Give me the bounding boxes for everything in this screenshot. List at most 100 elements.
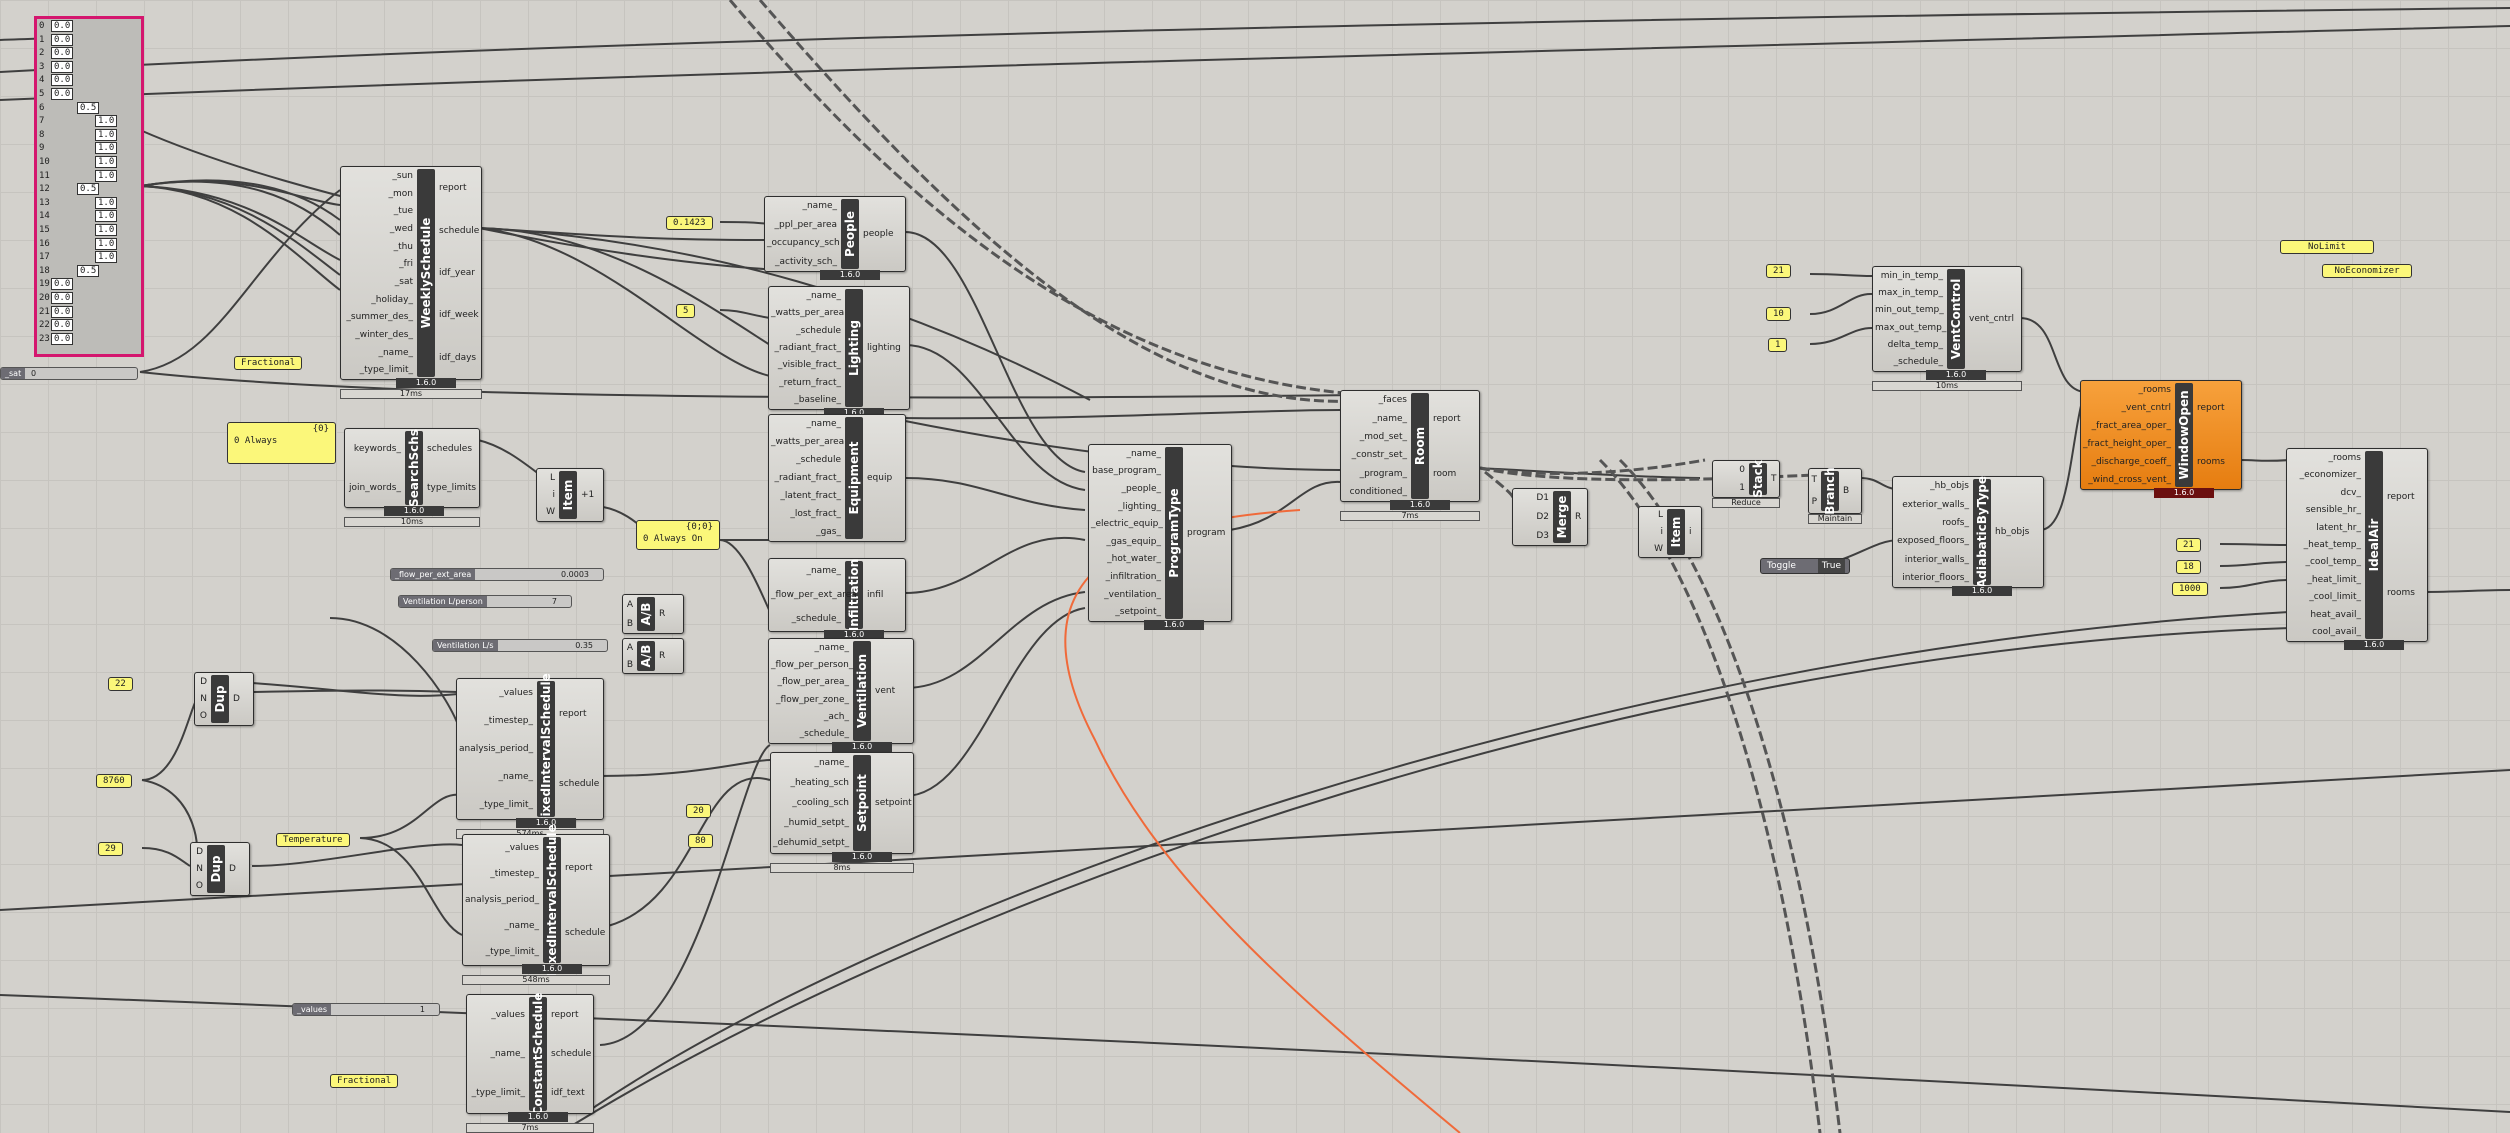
- output-param[interactable]: vent: [875, 686, 896, 696]
- output-param[interactable]: setpoint: [875, 798, 912, 808]
- input-param[interactable]: _humid_setpt_: [784, 818, 849, 828]
- panel-29[interactable]: 29: [98, 842, 123, 856]
- input-param[interactable]: _type_limit_: [471, 1088, 525, 1099]
- input-param[interactable]: exterior_walls_: [1902, 499, 1969, 510]
- ventilation-component[interactable]: Ventilation_name__flow_per_person__flow_…: [768, 638, 914, 744]
- vent-ls-slider[interactable]: Ventilation L/s 0.35: [432, 639, 608, 652]
- input-param[interactable]: _heat_limit_: [2307, 574, 2361, 585]
- input-param[interactable]: B: [626, 618, 633, 629]
- input-param[interactable]: _name_: [378, 347, 413, 358]
- input-param[interactable]: i: [1660, 527, 1663, 537]
- input-param[interactable]: _cool_temp_: [2305, 557, 2361, 568]
- input-param[interactable]: _values: [505, 843, 539, 853]
- input-param[interactable]: base_program_: [1092, 466, 1161, 477]
- input-param[interactable]: D2: [1536, 512, 1549, 522]
- output-param[interactable]: rooms: [2387, 588, 2415, 598]
- input-param[interactable]: cool_avail_: [2312, 627, 2361, 638]
- output-param[interactable]: idf_days: [439, 352, 477, 363]
- temperature-panel[interactable]: Temperature: [276, 833, 350, 847]
- lighting-density-panel[interactable]: 5: [676, 304, 696, 318]
- output-param[interactable]: idf_text: [551, 1088, 585, 1099]
- input-param[interactable]: _hb_objs: [1930, 481, 1969, 492]
- panel-20[interactable]: 20: [686, 804, 711, 818]
- fixed1-component[interactable]: FixedIntervalSchedule_values_timestep_an…: [456, 673, 604, 825]
- input-param[interactable]: _timestep_: [490, 869, 539, 879]
- output-param[interactable]: report: [1433, 413, 1461, 424]
- input-param[interactable]: _program_: [1359, 468, 1407, 479]
- input-param[interactable]: _name_: [806, 290, 841, 301]
- input-param[interactable]: _values: [499, 688, 533, 698]
- input-param[interactable]: D1: [1536, 493, 1549, 504]
- fixed2-component[interactable]: FixedIntervalSchedule_values_timestep_an…: [462, 824, 610, 976]
- input-param[interactable]: _hot_water_: [1107, 554, 1161, 565]
- output-param[interactable]: schedule: [565, 927, 606, 938]
- output-param[interactable]: i: [1689, 527, 1692, 537]
- input-param[interactable]: analysis_period_: [459, 744, 534, 754]
- input-param[interactable]: _rooms: [2138, 385, 2171, 395]
- room-component[interactable]: Room_faces_name__mod_set__constr_set__pr…: [1340, 390, 1480, 502]
- always-panel[interactable]: {0} 0 Always: [227, 422, 336, 464]
- input-param[interactable]: N: [200, 694, 207, 704]
- input-param[interactable]: _visible_fract_: [777, 360, 841, 371]
- panel-18[interactable]: 18: [2176, 560, 2201, 574]
- input-param[interactable]: D: [196, 846, 203, 857]
- idealair-component[interactable]: IdealAir_rooms_economizer_dcv_sensible_h…: [2286, 448, 2428, 642]
- always-on-panel[interactable]: {0;0} 0 Always On: [636, 520, 720, 550]
- input-param[interactable]: _name_: [1372, 413, 1407, 424]
- input-param[interactable]: _type_limit_: [485, 947, 539, 957]
- input-param[interactable]: O: [199, 711, 207, 722]
- input-param[interactable]: D3: [1536, 530, 1549, 541]
- input-param[interactable]: _name_: [498, 772, 533, 782]
- input-param[interactable]: _electric_equip_: [1091, 519, 1163, 530]
- input-param[interactable]: min_out_temp_: [1875, 305, 1944, 316]
- input-param[interactable]: _lost_fract_: [790, 509, 841, 519]
- output-param[interactable]: report: [439, 183, 467, 194]
- program-component[interactable]: ProgramType_name_base_program__people__l…: [1088, 444, 1232, 622]
- input-param[interactable]: _activity_sch_: [774, 256, 837, 267]
- input-param[interactable]: _flow_per_area_: [777, 677, 849, 688]
- input-param[interactable]: _cooling_sch: [792, 798, 849, 808]
- input-param[interactable]: _heating_sch: [790, 778, 849, 788]
- input-param[interactable]: _heat_temp_: [2303, 540, 2361, 550]
- input-param[interactable]: _wind_cross_vent_: [2088, 475, 2171, 485]
- input-param[interactable]: _thu: [393, 241, 413, 252]
- output-param[interactable]: lighting: [867, 343, 901, 353]
- input-param[interactable]: _latent_fract_: [780, 491, 841, 501]
- input-param[interactable]: _values: [491, 1009, 525, 1020]
- sat-slider[interactable]: _sat 0: [0, 367, 138, 380]
- output-param[interactable]: type_limits: [427, 482, 477, 493]
- people-component[interactable]: People_name__ppl_per_area_occupancy_sch_…: [764, 196, 906, 272]
- input-param[interactable]: _people_: [1121, 484, 1161, 494]
- input-param[interactable]: _schedule: [796, 325, 841, 336]
- input-param[interactable]: _fract_area_oper_: [2091, 421, 2171, 431]
- input-param[interactable]: W: [546, 507, 555, 518]
- input-param[interactable]: _setpoint_: [1115, 607, 1161, 618]
- input-param[interactable]: _type_limit_: [479, 800, 533, 810]
- input-param[interactable]: keywords_: [353, 443, 401, 454]
- input-param[interactable]: delta_temp_: [1887, 340, 1943, 350]
- input-param[interactable]: min_in_temp_: [1880, 270, 1943, 281]
- input-param[interactable]: interior_walls_: [1904, 554, 1969, 565]
- output-param[interactable]: R: [659, 609, 666, 619]
- flow-ext-slider[interactable]: _flow_per_ext_area 0.0003: [390, 568, 604, 581]
- input-param[interactable]: T: [1811, 475, 1818, 485]
